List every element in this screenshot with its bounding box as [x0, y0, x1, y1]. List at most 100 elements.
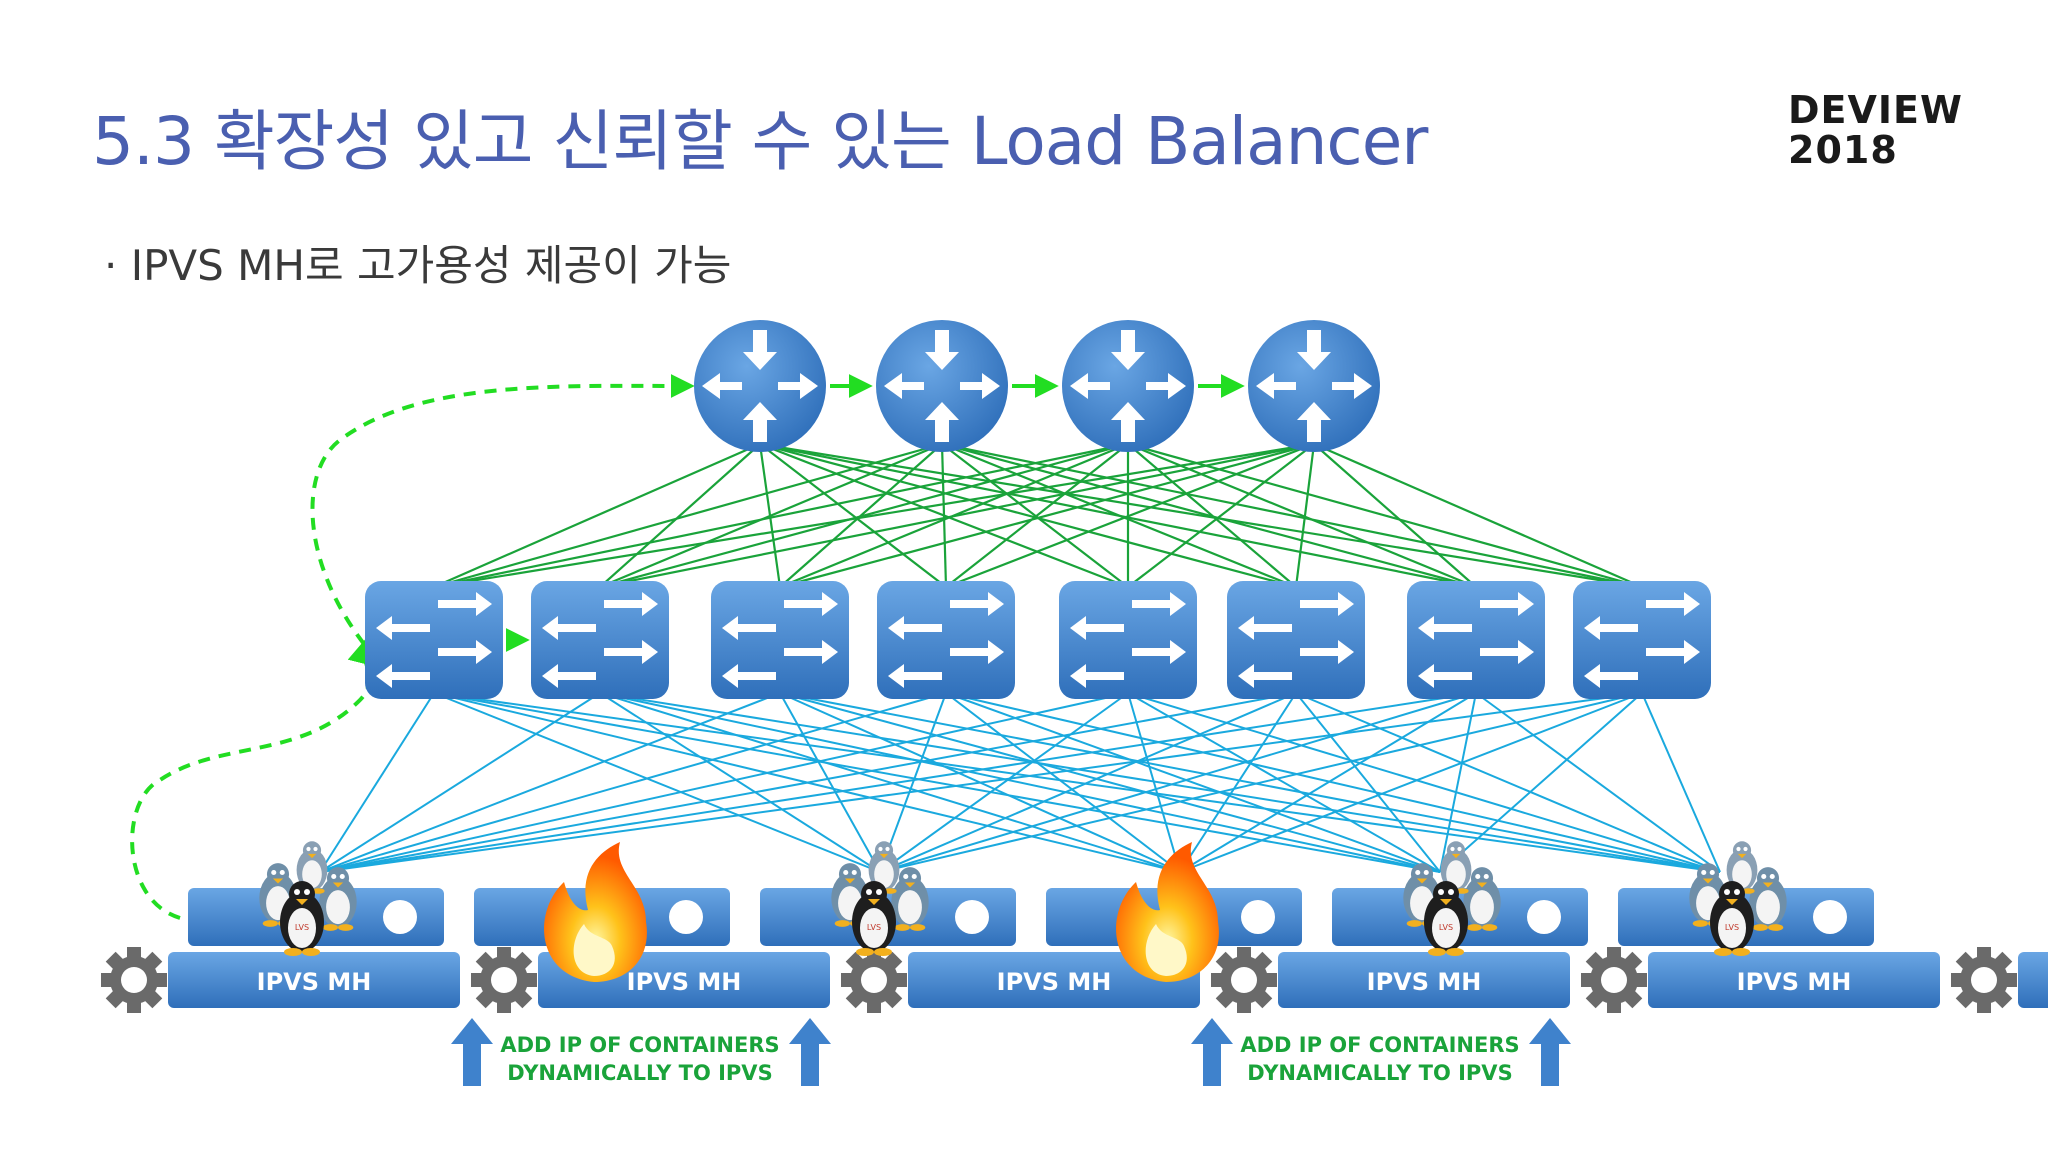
logo-line-1: DEVIEW	[1788, 88, 1963, 132]
penguin-head	[289, 881, 315, 907]
ipvs-port	[1813, 900, 1847, 934]
penguin-beak	[1737, 853, 1747, 859]
switch-ipvs-link	[879, 692, 947, 873]
penguin-foot	[284, 948, 302, 956]
router-switch-link	[945, 443, 1129, 588]
switch-arrow	[722, 664, 776, 688]
switch-arrow	[542, 616, 596, 640]
penguin-foot	[302, 948, 320, 956]
penguin-eye	[1438, 889, 1444, 895]
penguin-eye	[1761, 873, 1767, 880]
penguin-eye	[271, 869, 277, 876]
penguin-head	[266, 863, 290, 886]
switch-icon	[877, 581, 1015, 699]
penguin-foot	[322, 924, 338, 931]
router-switch-link	[433, 442, 1129, 589]
switch-ipvs-link	[599, 692, 1441, 873]
router-switch-link	[1313, 442, 1643, 589]
router-arrow	[1111, 402, 1145, 442]
penguin-head	[1696, 863, 1720, 886]
router-switch-link	[940, 443, 948, 588]
penguin-belly	[302, 860, 322, 889]
switch-ipvs-link	[879, 692, 1643, 873]
switch-ipvs-link	[319, 692, 1129, 873]
penguin-eye	[911, 873, 917, 880]
penguin-eye	[331, 873, 337, 880]
router-switch-link	[599, 442, 943, 589]
penguin-head	[1756, 867, 1780, 890]
switch-icon	[1227, 581, 1365, 699]
penguin-beak	[307, 853, 317, 859]
penguin-foot	[1456, 888, 1469, 894]
router-switch-link	[1127, 443, 1315, 588]
penguin-foot	[1768, 924, 1784, 931]
switch-icon	[711, 581, 849, 699]
bullet-text: · IPVS MH로 고가용성 제공이 가능	[104, 241, 732, 290]
switch-icon	[531, 581, 669, 699]
penguin-foot	[1752, 924, 1768, 931]
router-switch-link	[1127, 442, 1477, 589]
router-switch-link	[941, 442, 1297, 589]
switch-ipvs-link	[779, 692, 1721, 873]
failover-dashed-arrow	[310, 373, 695, 646]
switch-ipvs-link	[879, 692, 1129, 873]
router-body	[1248, 320, 1380, 452]
router-switch-link	[779, 442, 1315, 589]
switch-arrow	[1418, 616, 1472, 640]
ipvs-port	[1527, 900, 1561, 934]
switch-ipvs-link	[319, 692, 781, 873]
penguin-belly	[288, 908, 316, 948]
penguin-eye	[876, 889, 882, 895]
penguin-eye	[313, 846, 318, 852]
penguin-belly	[326, 890, 350, 925]
router-icon	[1248, 320, 1380, 452]
up-arrow-icon	[1529, 1018, 1571, 1086]
penguin-foot	[884, 888, 897, 894]
switch-ipvs-link	[599, 692, 881, 873]
penguin-head	[1470, 867, 1494, 890]
penguin-foot	[1466, 924, 1482, 931]
gear-icon	[101, 947, 167, 1013]
router-icon	[1062, 320, 1194, 452]
fire-flame	[1116, 842, 1219, 982]
penguin-icon	[1463, 867, 1501, 931]
switch-arrow	[542, 664, 596, 688]
ipvs-node: IPVS MH	[1046, 842, 1570, 1013]
up-arrow-icon	[1191, 1018, 1233, 1086]
switch-ipvs-link	[319, 692, 1643, 873]
switch-arrow	[1418, 664, 1472, 688]
penguin-belly	[1756, 890, 1780, 925]
gear-hole	[1601, 967, 1627, 993]
fire-core	[573, 924, 615, 976]
switch-ipvs-link	[433, 692, 881, 873]
switch-arrow	[376, 664, 430, 688]
switch-ipvs-link	[1179, 692, 1643, 873]
router-arrow	[925, 402, 959, 442]
page-title: 5.3 확장성 있고 신뢰할 수 있는 Load Balancer	[92, 103, 1428, 180]
switch-ipvs-link	[779, 692, 881, 873]
switch-arrow	[722, 616, 776, 640]
ipvs-label: IPVS MH	[257, 968, 372, 996]
switch-body	[877, 581, 1015, 699]
switch-arrow	[784, 640, 838, 664]
ipvs-label: IPVS MH	[627, 968, 742, 996]
penguin-foot	[1692, 920, 1708, 927]
ipvs-port	[955, 900, 989, 934]
switch-arrow	[1238, 616, 1292, 640]
switch-arrow	[1238, 664, 1292, 688]
switch-arrow	[1584, 616, 1638, 640]
penguin-eye	[1709, 869, 1715, 876]
switch-arrow	[784, 592, 838, 616]
switch-body	[1059, 581, 1197, 699]
gear-icon	[1951, 947, 2017, 1013]
penguin-badge-text: LVS	[1439, 923, 1453, 932]
penguin-icon	[1710, 881, 1754, 956]
router-switch-link	[759, 442, 1643, 589]
switch-icon	[1059, 581, 1197, 699]
ipvs-label: IPVS MH	[1367, 968, 1482, 996]
annotation-line-2: DYNAMICALLY TO IPVS	[507, 1061, 772, 1085]
penguin-head	[1719, 881, 1745, 907]
